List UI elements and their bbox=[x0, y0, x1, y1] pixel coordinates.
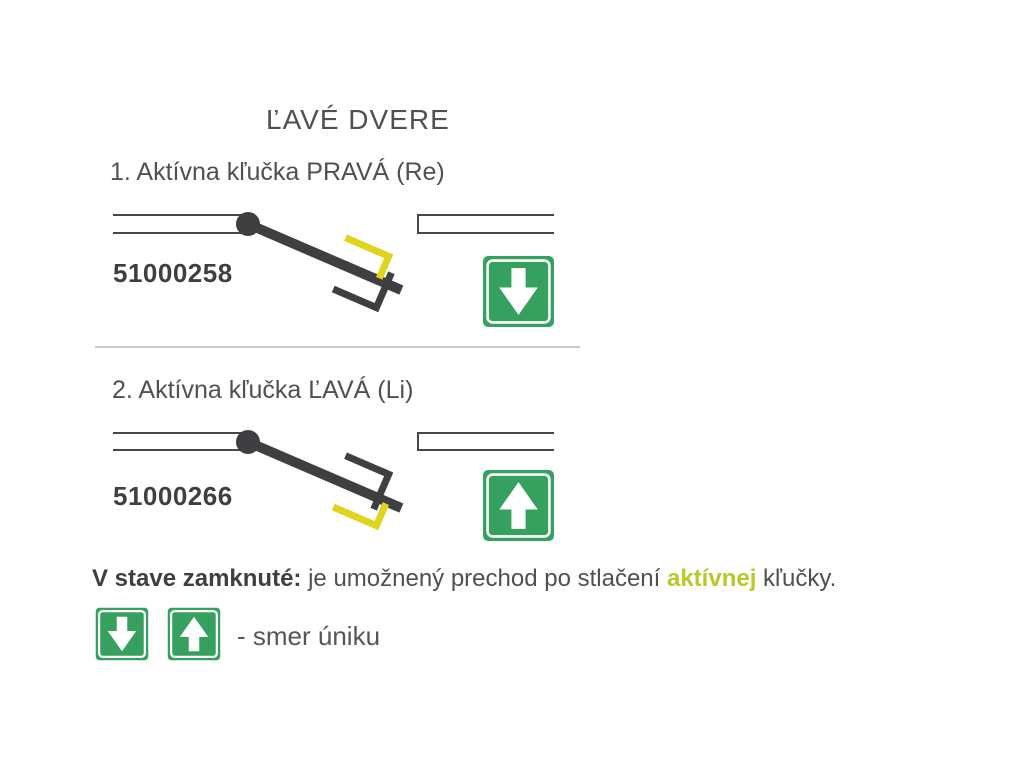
handle-active-yellow bbox=[344, 234, 394, 280]
hinge-pivot-dot bbox=[236, 212, 260, 236]
page-title: ĽAVÉ DVERE bbox=[266, 104, 450, 135]
note-body: je umožnený prechod po stlačení bbox=[301, 565, 667, 592]
note-highlight: aktívnej bbox=[666, 565, 757, 592]
arrow-down-glyph bbox=[499, 268, 538, 315]
section-2-heading: 2. Aktívna kľučka ĽAVÁ (Li) bbox=[112, 376, 414, 404]
door-frame-left bbox=[113, 432, 252, 451]
handle-inactive-dark bbox=[344, 452, 394, 511]
handle-active-yellow bbox=[331, 502, 390, 531]
legend-escape-up-icon bbox=[167, 607, 221, 661]
door-leaf bbox=[247, 220, 404, 295]
section-divider bbox=[95, 346, 580, 348]
arrow-up-glyph bbox=[499, 482, 538, 529]
product-code-2: 51000266 bbox=[113, 481, 233, 511]
hinge-pivot-dot bbox=[236, 430, 260, 454]
arrow-up-glyph bbox=[179, 616, 209, 652]
door-plan-diagram-1 bbox=[113, 212, 554, 313]
section-1-heading: 1. Aktívna kľučka PRAVÁ (Re) bbox=[110, 158, 445, 186]
door-frame-left bbox=[113, 214, 252, 234]
arrow-down-glyph bbox=[107, 616, 137, 652]
legend-label: - smer úniku bbox=[237, 621, 381, 651]
escape-sign-up-icon bbox=[483, 470, 554, 541]
product-code-1: 51000258 bbox=[113, 258, 233, 288]
note-bold-prefix: V stave zamknuté: bbox=[92, 565, 302, 592]
handle-inactive-dark bbox=[331, 271, 395, 313]
door-plan-diagram-2 bbox=[113, 430, 554, 531]
legend-escape-down-icon bbox=[95, 607, 149, 661]
door-frame-right bbox=[417, 214, 554, 234]
escape-sign-down-icon bbox=[483, 256, 554, 327]
note-suffix: kľučky. bbox=[756, 565, 837, 592]
locked-state-note: V stave zamknuté: je umožnený prechod po… bbox=[92, 565, 836, 593]
door-frame-right bbox=[417, 432, 554, 451]
